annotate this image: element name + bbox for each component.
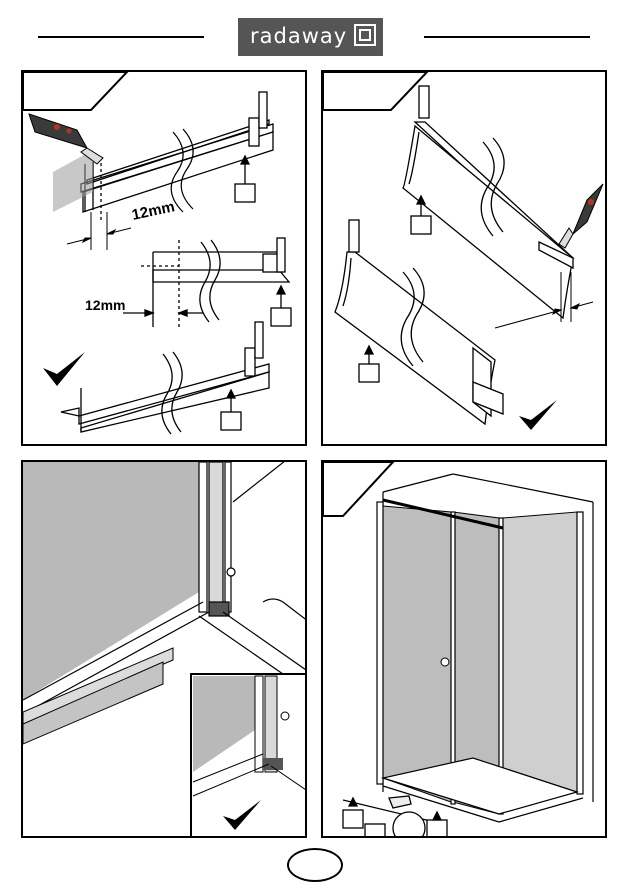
detail-inset bbox=[191, 674, 307, 838]
step-panel-4 bbox=[321, 460, 607, 838]
utility-knife-icon bbox=[559, 184, 603, 248]
page-number-badge bbox=[287, 848, 343, 882]
curved-seal-lower bbox=[335, 220, 503, 424]
door-knob-icon bbox=[441, 658, 449, 666]
brand-name: radaway bbox=[250, 24, 347, 48]
step-panel-2 bbox=[321, 70, 607, 446]
step-tab bbox=[23, 72, 127, 110]
step-2-illustration bbox=[323, 72, 607, 446]
brand-mark-icon bbox=[354, 24, 376, 46]
checkmark-icon bbox=[519, 400, 557, 430]
step-1-illustration: 12mm 12mm bbox=[23, 72, 307, 446]
side-glass bbox=[503, 512, 577, 812]
curved-seal-upper bbox=[403, 86, 573, 318]
step-panel-3 bbox=[21, 460, 307, 838]
header-rule-left bbox=[38, 36, 204, 38]
step-3-illustration bbox=[23, 462, 307, 838]
step-tab bbox=[323, 72, 427, 110]
glass-pane bbox=[23, 462, 199, 700]
brand-logo: radaway bbox=[238, 18, 383, 56]
step-panel-1: 12mm 12mm bbox=[21, 70, 307, 446]
door-glass-left bbox=[383, 506, 451, 802]
door-profile bbox=[199, 462, 235, 616]
step-4-illustration bbox=[323, 462, 607, 838]
measure-label-bottom: 12mm bbox=[85, 297, 125, 313]
bottom-seal-parts bbox=[343, 796, 447, 838]
utility-knife-icon bbox=[29, 114, 103, 164]
header-rule-right bbox=[424, 36, 590, 38]
seal-profile-middle bbox=[123, 238, 289, 327]
checkmark-icon bbox=[43, 352, 85, 386]
measure-label-top: 12mm bbox=[130, 198, 176, 224]
dimension-12mm-top bbox=[67, 212, 131, 250]
